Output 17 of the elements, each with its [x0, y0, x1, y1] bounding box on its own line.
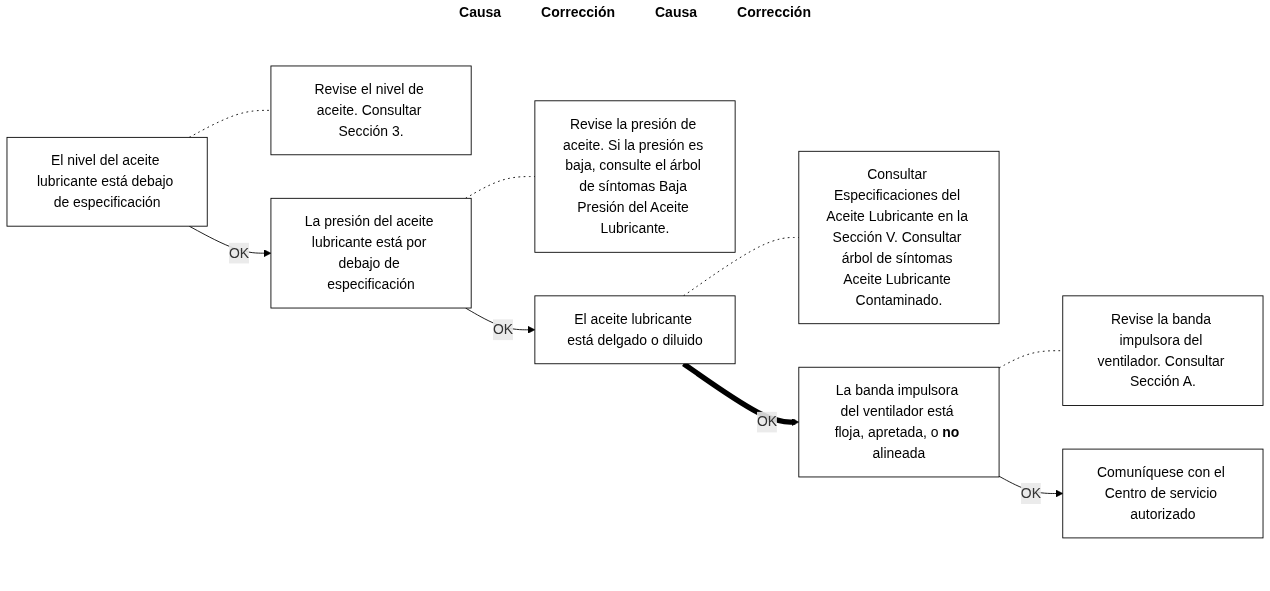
- column-heading: Corrección: [541, 4, 615, 20]
- column-heading: Causa: [655, 4, 698, 20]
- node-box: Revise el nivel de aceite. Consultar Sección 3.: [270, 65, 472, 155]
- node-box: La banda impulsora del ventilador está floja, apretada, o no alineada: [798, 366, 1000, 477]
- node-box: La presión del aceite lubricante está por debajo de especificación: [270, 197, 472, 309]
- node-box: El aceite lubricante está delgado o diluido: [534, 294, 736, 364]
- node-box: Consultar Especificaciones del Aceite Lubricante en la Sección V. Consultar árbol de síntomas Aceite Lubricante Contaminado.: [798, 150, 1000, 324]
- node-box: Revise la presión de aceite. Si la presión es baja, consulte el árbol de síntomas Baja Presión del Aceite Lubricante.: [534, 99, 736, 253]
- column-heading: Causa: [459, 4, 502, 20]
- node-box: Comuníquese con el Centro de servicio autorizado: [1062, 448, 1264, 538]
- column-heading: Corrección: [737, 4, 811, 20]
- edge-label: OK: [492, 321, 514, 337]
- node-box: El nivel del aceite lubricante está debajo de especificación: [6, 136, 208, 227]
- edge-label: OK: [1020, 485, 1041, 501]
- node-box: Revise la banda impulsora del ventilador. Consultar Sección A.: [1062, 294, 1264, 406]
- edge-label: OK: [229, 244, 250, 260]
- edge-label: OK: [756, 413, 778, 429]
